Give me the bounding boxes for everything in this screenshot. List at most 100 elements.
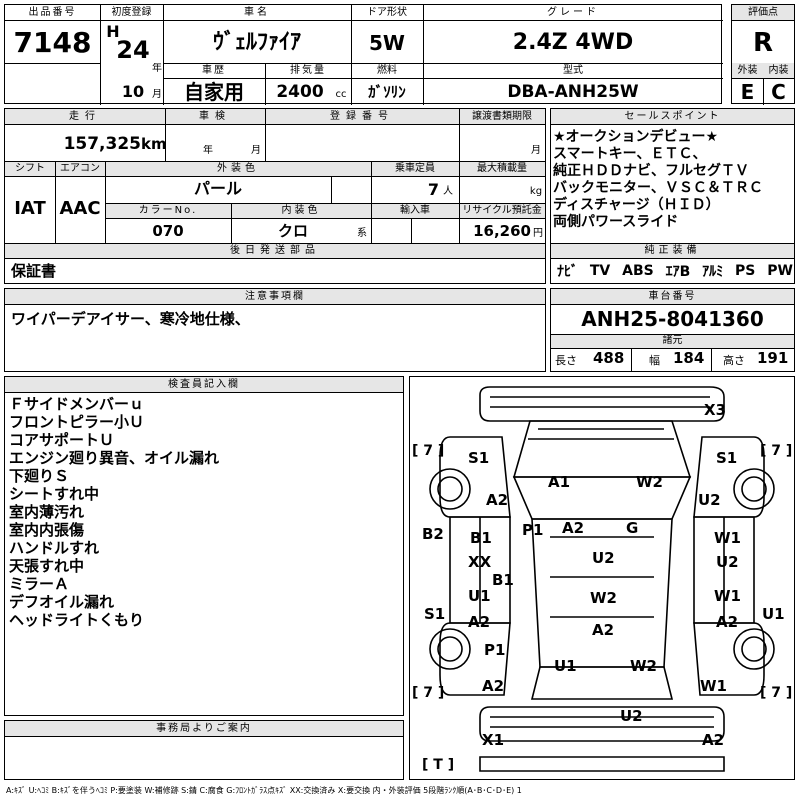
damage-mark: U1: [554, 657, 577, 675]
chassis-panel: 車台番号 ANH25-8041360 諸元 長さ 488 幅 184 高さ 19…: [550, 288, 795, 372]
damage-mark: W1: [700, 677, 727, 695]
damage-mark: P1: [522, 521, 544, 539]
damage-mark: [ 7 ]: [412, 443, 445, 459]
damage-mark: X1: [482, 731, 505, 749]
office-panel: 事務局よりご案内: [4, 720, 404, 780]
damage-mark: U1: [468, 587, 491, 605]
inspector-note: 下廻りＳ: [9, 467, 70, 485]
aircon: AAC: [59, 198, 101, 219]
notes-panel: 注意事項欄 ワイパーデアイサー、寒冷地仕様、: [4, 288, 546, 372]
displacement-unit: cc: [335, 89, 347, 100]
width-label: 幅: [649, 354, 660, 367]
registration-year: 24: [116, 36, 150, 64]
inspector-notes-list: Ｆサイドメンバーｕ フロントピラー小Ｕ コアサポートＵ エンジン廻り異音、オイル…: [9, 395, 399, 629]
damage-mark: S1: [468, 449, 490, 467]
inspector-note: Ｆサイドメンバーｕ: [9, 395, 145, 413]
damage-mark: A2: [468, 613, 491, 631]
notes-header: 注意事項欄: [5, 289, 545, 305]
equipment-item: ｴｱB: [665, 264, 691, 280]
equipment-item: ABS: [622, 263, 654, 279]
car-diagram: [429, 386, 775, 772]
displacement: 2400: [276, 82, 324, 102]
damage-mark: [ 7 ]: [760, 685, 793, 701]
equipment-item: TV: [589, 263, 611, 279]
year-unit: 年: [152, 63, 162, 74]
door-type-header: ドア形状: [367, 7, 407, 18]
damage-mark: A2: [486, 491, 509, 509]
load-unit: kg: [529, 186, 543, 197]
sales-points-panel: セールスポイント ★オークションデビュー★ スマートキー、ＥＴＣ、 純正ＨＤＤナ…: [550, 108, 795, 284]
month-unit: 月: [152, 89, 162, 100]
damage-mark: A1: [548, 473, 571, 491]
inspection-month-unit: 月: [251, 145, 261, 156]
damage-mark: A2: [482, 677, 505, 695]
top-table: 出品番号 初度登録 車名 ドア形状 グレード 7148 H 24 年 ｳﾞｪﾙﾌ…: [4, 4, 723, 105]
damage-mark: XX: [468, 553, 492, 571]
interior-color: クロ: [277, 222, 308, 240]
fuel-header: 燃料: [377, 65, 397, 76]
mileage-unit: km: [141, 135, 165, 153]
damage-mark: U1: [762, 605, 785, 623]
mileage-header: 走行: [69, 111, 101, 122]
sales-points-list: ★オークションデビュー★ スマートキー、ＥＴＣ、 純正ＨＤＤナビ、フルセグＴＶ …: [553, 129, 793, 231]
inspector-panel: 検査員記入欄 Ｆサイドメンバーｕ フロントピラー小Ｕ コアサポートＵ エンジン廻…: [4, 376, 404, 716]
damage-mark: P1: [484, 641, 506, 659]
registration-month: 10: [121, 82, 145, 101]
recycle-unit: 円: [533, 228, 543, 239]
inspector-note: エンジン廻り異音、オイル漏れ: [9, 449, 220, 467]
standard-equipment-header: 純正装備: [644, 245, 701, 256]
damage-mark: A2: [592, 621, 615, 639]
width: 184: [673, 349, 705, 367]
damage-mark: A2: [702, 731, 725, 749]
color-no-header: カラーNo.: [138, 205, 198, 216]
capacity: 7: [427, 180, 439, 199]
exterior-color: パール: [193, 179, 242, 198]
damage-mark: B1: [470, 529, 492, 547]
lot-number: 7148: [13, 26, 92, 59]
damage-mark: A2: [716, 613, 739, 631]
inspector-note: ヘッドライトくもり: [9, 611, 145, 629]
capacity-header: 乗車定員: [395, 163, 435, 174]
damage-mark: X3: [704, 401, 727, 419]
interior-suffix: 系: [357, 228, 367, 239]
details-table: 走行 車検 登録番号 譲渡書類期限 157,325 km 年 月 月 シフト エ…: [4, 108, 546, 284]
inspector-header: 検査員記入欄: [5, 377, 403, 393]
inspector-note: フロントピラー小Ｕ: [9, 413, 145, 431]
later-items-header: 後日発送部品: [230, 245, 320, 256]
fuel: ｶﾞｿﾘﾝ: [368, 83, 406, 101]
inspector-note: コアサポートＵ: [9, 431, 115, 449]
damage-mark: W2: [630, 657, 657, 675]
displacement-header: 排気量: [290, 65, 326, 76]
damage-mark: B2: [422, 525, 444, 543]
era: H: [106, 22, 120, 41]
inspection-year-unit: 年: [203, 145, 213, 156]
equipment-item: PS: [735, 263, 756, 279]
inspector-note: デフオイル漏れ: [9, 593, 115, 611]
length-label: 長さ: [555, 354, 577, 367]
score: R: [752, 28, 774, 58]
damage-mark: U2: [698, 491, 721, 509]
chassis-header: 車台番号: [551, 289, 794, 305]
grade-header: グレード: [547, 7, 599, 18]
interior-color-header: 内装色: [281, 205, 321, 216]
grade: 2.4Z 4WD: [512, 30, 634, 55]
inspector-note: 室内薄汚れ: [9, 503, 85, 521]
recycle-header: リサイクル預託金: [462, 205, 542, 216]
sales-point: 純正ＨＤＤナビ、フルセグＴＶ: [553, 163, 749, 179]
damage-mark: S1: [716, 449, 738, 467]
shift: IAT: [14, 198, 46, 219]
equipment-item: ｱﾙﾐ: [702, 264, 724, 280]
lot-number-header: 出品番号: [28, 7, 77, 18]
inspection-header: 車検: [199, 111, 231, 122]
import-header: 輸入車: [400, 205, 430, 216]
damage-mark: W1: [714, 587, 741, 605]
aircon-header: エアコン: [60, 163, 100, 174]
damage-mark: [ T ]: [422, 757, 455, 773]
office-header: 事務局よりご案内: [5, 721, 403, 737]
damage-mark: U2: [620, 707, 643, 725]
interior-grade: C: [771, 80, 786, 104]
shift-header: シフト: [15, 163, 45, 174]
exterior-header: 外装: [737, 65, 758, 76]
height-label: 高さ: [723, 354, 745, 367]
inspector-note: 室内内張傷: [9, 521, 85, 539]
